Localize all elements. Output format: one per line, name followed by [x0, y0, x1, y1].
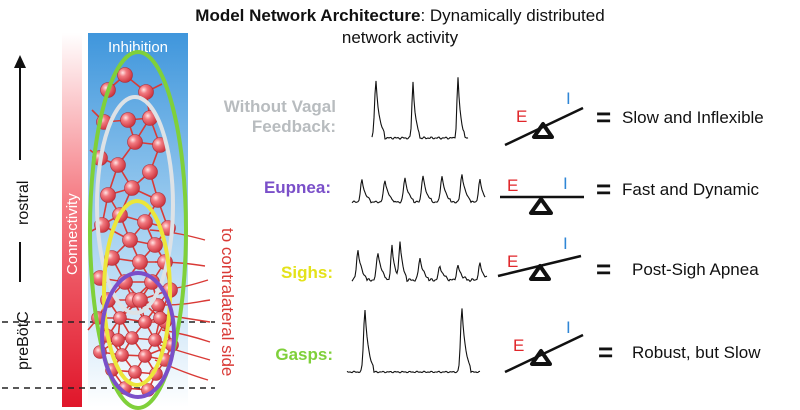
balance-sighs: E I [497, 234, 582, 281]
neuron-node [111, 333, 125, 347]
sighs-ellipse [102, 199, 172, 387]
network-panel: Inhibition Connectivity rostral preBötC … [2, 33, 237, 410]
e-label-0: E [516, 107, 527, 126]
row-label-gasps: Gasps: [188, 345, 333, 365]
without-vagal-ellipse [95, 95, 175, 315]
trace-without-vagal [371, 77, 469, 140]
inhibition-label: Inhibition [108, 39, 168, 56]
row-label-2-line1: Sighs: [281, 263, 333, 282]
gasps-ellipse [88, 50, 188, 410]
neuron-node [127, 134, 143, 150]
equals-2: = [596, 254, 612, 284]
neuron-node [125, 331, 139, 345]
trace-sighs [351, 241, 488, 283]
title-line2: network activity [341, 28, 459, 47]
neuron-node [132, 292, 148, 308]
neuron-node [128, 365, 142, 379]
result-without-vagal: Slow and Inflexible [622, 108, 764, 127]
row-label-0-line1: Without Vagal [223, 97, 336, 116]
row-label-1-line1: Eupnea: [263, 178, 331, 197]
equals-3: = [598, 337, 614, 367]
row-label-eupnea: Eupnea: [188, 178, 331, 198]
e-label-1: E [507, 176, 518, 195]
connectivity-label: Connectivity [64, 193, 81, 275]
neuron-node [122, 232, 138, 248]
i-label-1: I [563, 174, 568, 193]
neuron-node [142, 164, 158, 180]
neuron-node [150, 192, 166, 208]
balance-eupnea: E I [500, 174, 584, 215]
neuron-node [153, 311, 167, 325]
neuron-node [113, 311, 127, 325]
i-label-0: I [566, 89, 571, 108]
neuron-node [138, 315, 152, 329]
rostral-label: rostral [15, 181, 32, 225]
neuron-node [124, 180, 140, 196]
rostral-arrow-head [14, 55, 26, 68]
neuron-node [120, 112, 136, 128]
neuron-node [110, 157, 126, 173]
neuron-node [148, 333, 162, 347]
row-label-sighs: Sighs: [188, 263, 333, 283]
neuron-node [117, 67, 133, 83]
equals-0: = [596, 102, 612, 132]
row-label-0-line2: Feedback: [251, 117, 336, 136]
result-eupnea: Fast and Dynamic [622, 180, 759, 199]
trace-gasps [346, 308, 481, 374]
contralateral-label: to contralateral side [218, 228, 237, 376]
result-gasps: Robust, but Slow [632, 343, 761, 362]
i-label-2: I [563, 234, 568, 253]
equals-1: = [596, 174, 612, 204]
balance-gasps: E I [504, 318, 584, 374]
neuron-node [137, 214, 153, 230]
neuron-node [147, 237, 163, 253]
eupnea-ellipse [100, 271, 176, 399]
neuron-node [115, 348, 129, 362]
e-label-3: E [513, 336, 524, 355]
i-label-3: I [566, 318, 571, 337]
trace-eupnea [351, 174, 486, 204]
row-label-3-line1: Gasps: [275, 345, 333, 364]
title-rest: : Dynamically distributed [420, 6, 605, 25]
connectivity-gradient [62, 33, 82, 407]
row-label-without-vagal: Without Vagal Feedback: [188, 97, 336, 137]
neuron-node [132, 254, 148, 270]
prebotc-label: preBötC [15, 311, 32, 370]
balance-without-vagal: E I [504, 89, 584, 147]
result-sighs: Post-Sigh Apnea [632, 260, 759, 279]
e-label-2: E [507, 252, 518, 271]
neuron-node [138, 349, 152, 363]
neuron-node [100, 187, 116, 203]
title-bold: Model Network Architecture [195, 6, 421, 25]
figure-title: Model Network Architecture: Dynamically … [190, 5, 610, 49]
